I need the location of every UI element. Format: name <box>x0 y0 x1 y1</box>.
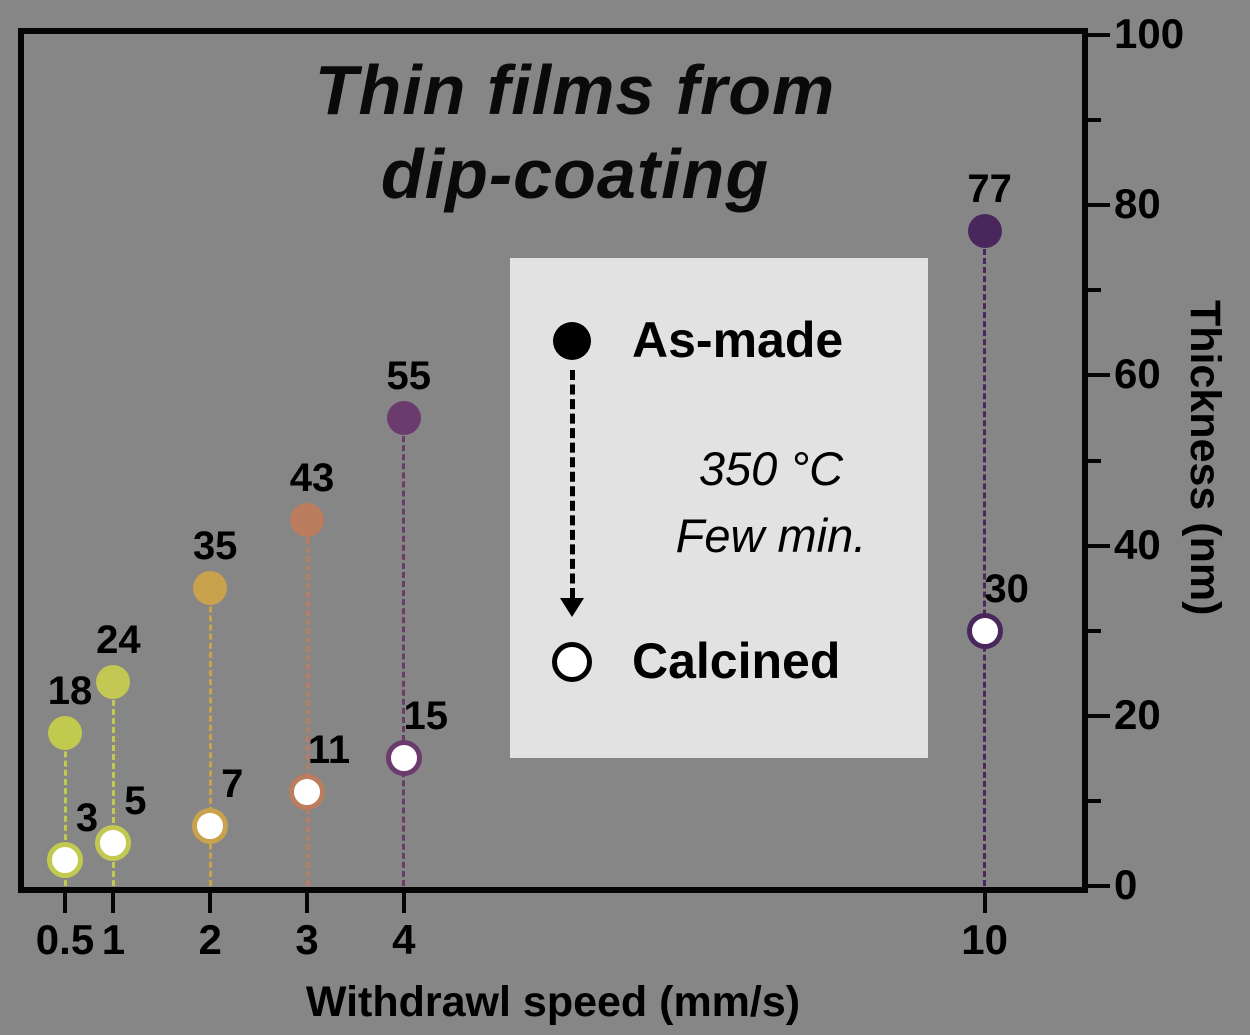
y-minor-tick <box>1088 458 1101 463</box>
y-major-tick <box>1088 373 1110 378</box>
chart-title: Thin films from dip-coating <box>155 48 995 216</box>
x-tick <box>208 893 213 913</box>
calcined-marker-icon <box>552 642 592 682</box>
x-tick <box>111 893 116 913</box>
y-tick-label: 100 <box>1114 10 1185 57</box>
annotation-temperature: 350 °C <box>698 442 844 495</box>
legend-calcined-label: Calcined <box>632 633 841 689</box>
x-tick <box>63 893 67 913</box>
legend-as-made-label: As-made <box>632 312 844 368</box>
y-major-tick <box>1088 543 1110 548</box>
y-major-tick <box>1088 713 1110 718</box>
y-tick-label: 60 <box>1114 350 1161 398</box>
calcination-arrow-line <box>570 370 575 598</box>
y-tick-label: 0 <box>1114 861 1138 908</box>
x-tick-label: 2 <box>198 916 222 963</box>
x-tick <box>305 893 309 913</box>
y-minor-tick <box>1088 628 1101 633</box>
x-tick <box>401 893 406 913</box>
x-tick <box>982 893 987 913</box>
x-tick-label: 4 <box>392 916 416 963</box>
y-minor-tick <box>1088 798 1101 803</box>
y-axis-label: Thickness (nm) <box>1181 300 1229 616</box>
y-major-tick <box>1088 33 1110 37</box>
y-tick-label: 80 <box>1114 180 1161 228</box>
legend-annotation: 350 °C Few min. <box>621 436 921 569</box>
as-made-marker-icon <box>553 322 591 360</box>
x-tick-label: 0.5 <box>35 916 95 963</box>
x-tick-label: 1 <box>101 916 126 963</box>
legend: As-made 350 °C Few min. Calcined <box>510 258 928 758</box>
plot-frame <box>18 28 1088 893</box>
y-tick-label: 20 <box>1114 690 1161 738</box>
y-major-tick <box>1088 884 1110 888</box>
y-minor-tick <box>1088 288 1101 293</box>
x-tick-label: 10 <box>961 916 1008 963</box>
arrow-down-icon <box>560 598 584 617</box>
x-axis-label: Withdrawl speed (mm/s) <box>305 978 801 1026</box>
x-tick-label: 3 <box>295 916 319 963</box>
y-tick-label: 40 <box>1114 520 1161 568</box>
chart-title-line2: dip-coating <box>380 135 770 213</box>
annotation-duration: Few min. <box>675 508 867 562</box>
chart-title-line1: Thin films from <box>314 51 836 129</box>
y-major-tick <box>1088 203 1110 208</box>
y-minor-tick <box>1088 118 1101 123</box>
